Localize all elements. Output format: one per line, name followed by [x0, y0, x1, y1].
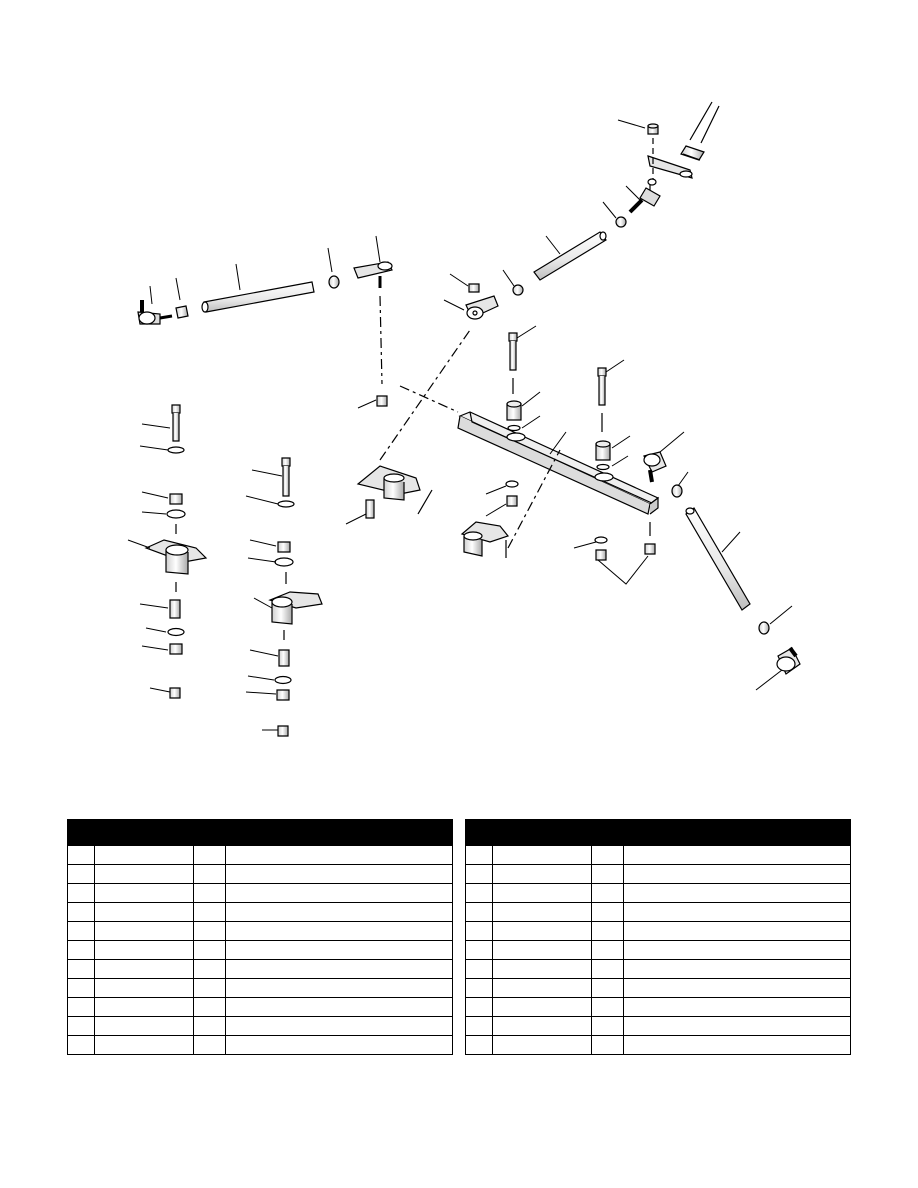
spindle-bracket-left [356, 465, 421, 501]
spacer-center-left [506, 400, 522, 421]
washer-stack-2-top [277, 500, 295, 508]
washer-stack-1-c [167, 627, 185, 637]
table-row [465, 1035, 851, 1055]
washer-stack-2-b [274, 557, 294, 567]
spacer-stack-2 [278, 649, 290, 667]
exploded-parts-diagram [127, 101, 801, 737]
tie-rod-upper [533, 231, 607, 281]
bolt-stack-2 [281, 457, 291, 497]
table-row [465, 959, 851, 979]
pitman-arm [647, 155, 693, 179]
jam-nut-right [671, 484, 683, 498]
washer-center-right [596, 463, 610, 471]
table-row [67, 883, 453, 903]
table-row [465, 940, 851, 960]
nut-beam-right-b [644, 543, 656, 555]
bolt-stack-1 [171, 404, 181, 442]
tie-rod-end-upper [628, 178, 661, 214]
tie-rod-right [685, 507, 751, 611]
washer-stack-2-c [274, 675, 292, 685]
bolt-center-left [508, 332, 518, 371]
nut-stack-1-c [169, 687, 181, 699]
jam-nut-mid [512, 284, 524, 296]
washer-stack-1-b [166, 509, 186, 519]
nut-beam-right-a [595, 549, 607, 561]
steering-column [680, 101, 720, 161]
washer-stack-1-top [167, 446, 185, 454]
table-row [67, 978, 453, 998]
nut-stack-1-b [169, 643, 183, 655]
table-row [465, 978, 851, 998]
parts-table-left [67, 819, 453, 1055]
table-row [67, 864, 453, 884]
tie-rod-end-right-lower [776, 646, 801, 675]
nut-stack-2-b [276, 689, 290, 701]
table-row [67, 940, 453, 960]
table-header [465, 819, 851, 846]
washer-beam-lower [505, 480, 519, 488]
table-row [67, 959, 453, 979]
nut-stack-2-a [277, 541, 291, 553]
table-row [67, 921, 453, 941]
nut-beam-lower [506, 495, 518, 507]
spacer-center-right [595, 440, 611, 461]
leader-lines [127, 119, 793, 731]
table-row [465, 883, 851, 903]
table-row [67, 1035, 453, 1055]
tie-rod-end-left-2 [353, 261, 393, 288]
nut-left-center [376, 395, 388, 407]
table-row [465, 902, 851, 922]
jam-nut-upper [615, 216, 627, 228]
bolt-center-right [597, 367, 607, 406]
spindle-bracket-center [460, 521, 510, 557]
table-row [465, 845, 851, 865]
washer-beam-right [594, 536, 608, 544]
nut-stack-2-c [277, 725, 289, 737]
tie-rod-end-mid [465, 295, 499, 320]
nut-mid [468, 283, 480, 293]
axle-channel-beam [457, 411, 660, 515]
table-row [465, 1016, 851, 1036]
jam-nut-left [175, 305, 189, 319]
spindle-bracket-stack-2 [268, 591, 323, 625]
spindle-bracket-stack-1 [144, 539, 208, 575]
table-row [465, 997, 851, 1017]
washer-center-left [507, 424, 521, 432]
pin-left [365, 499, 375, 519]
table-row [67, 1016, 453, 1036]
table-header [67, 819, 453, 846]
spacer-stack-1 [169, 599, 181, 619]
top-nut [647, 123, 659, 135]
jam-nut-right-2 [758, 621, 770, 635]
tie-rod-end-left [137, 300, 173, 325]
tie-rod-end-right-upper [643, 451, 667, 483]
table-row [67, 902, 453, 922]
tie-rod-left [201, 281, 315, 313]
table-row [67, 997, 453, 1017]
table-row [67, 845, 453, 865]
jam-nut-left-2 [328, 275, 340, 289]
parts-table-right [465, 819, 851, 1055]
table-row [465, 864, 851, 884]
table-row [465, 921, 851, 941]
nut-stack-1-a [169, 493, 183, 505]
